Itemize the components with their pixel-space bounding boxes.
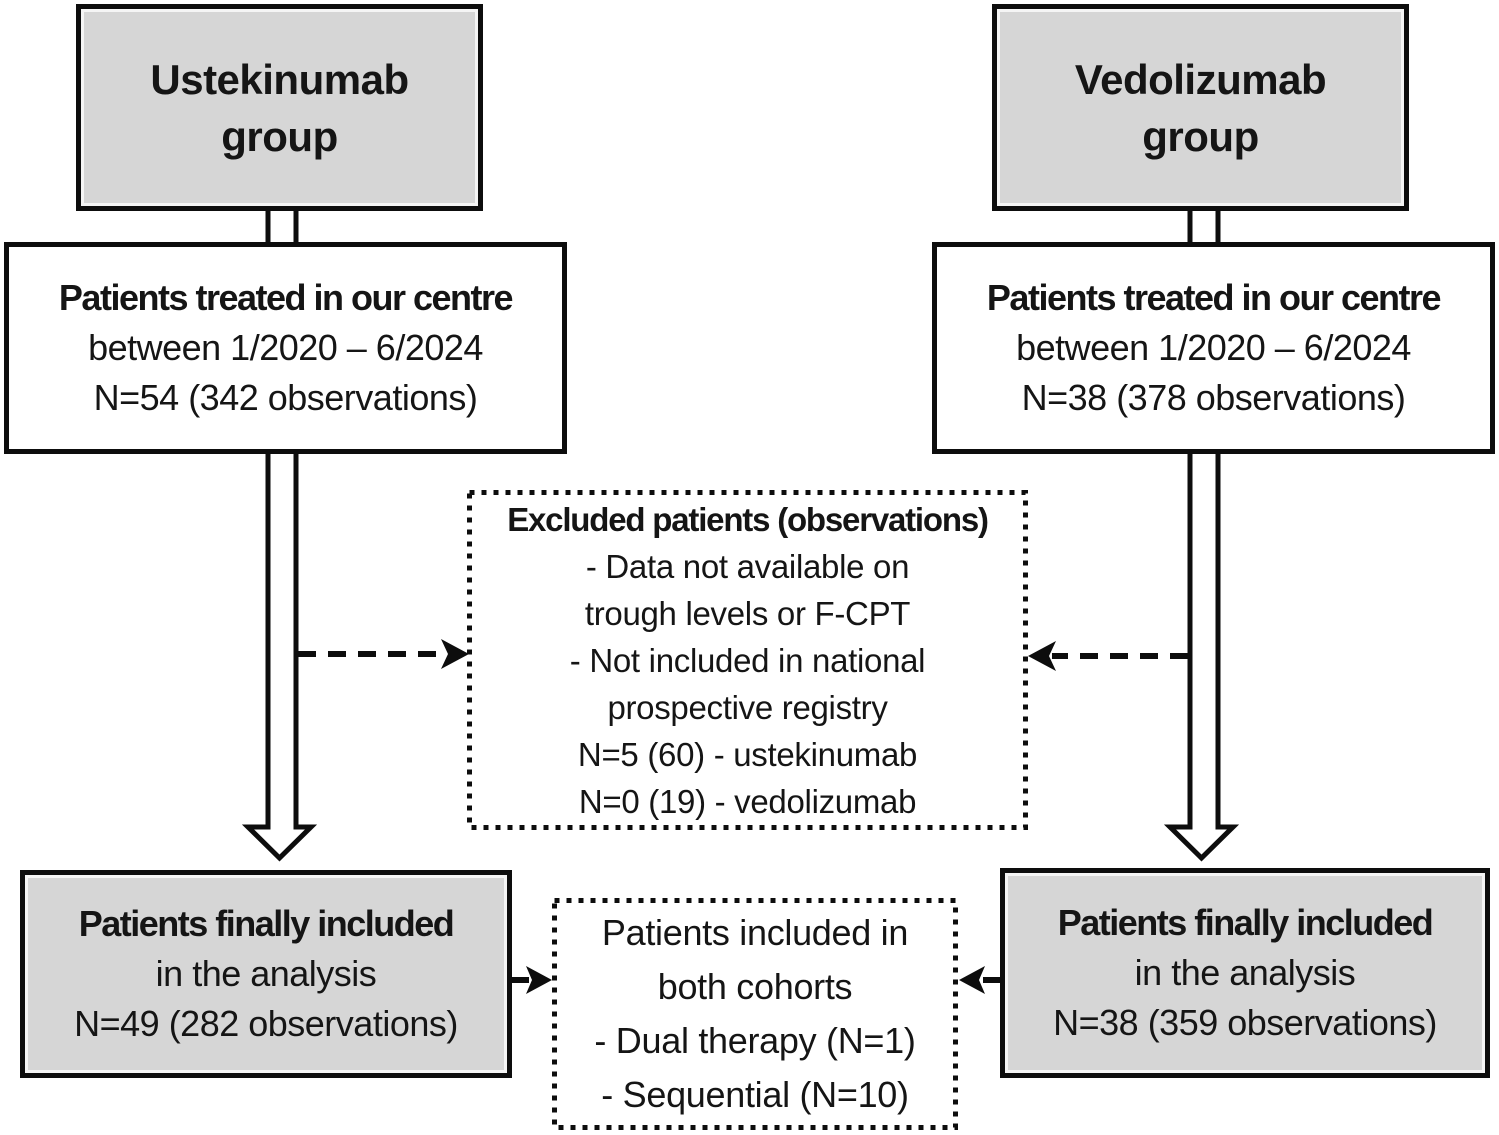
excluded-title: Excluded patients (observations) (507, 500, 989, 538)
ustekinumab-treated-title: Patients treated in our centre (58, 277, 514, 318)
both-cohorts-line1: Patients included in (601, 912, 909, 953)
vedolizumab-final-line2: in the analysis (1134, 952, 1356, 993)
vedolizumab-treated-title: Patients treated in our centre (986, 277, 1442, 318)
both-cohorts-box-border (552, 898, 958, 1130)
vedolizumab-final-box: Patients finally included in the analysi… (1000, 868, 1490, 1078)
ustekinumab-final-count: N=49 (282 observations) (74, 1003, 458, 1044)
vedolizumab-treated-count: N=38 (378 observations) (1021, 377, 1406, 418)
vedolizumab-treated-box: Patients treated in our centre between 1… (932, 242, 1495, 454)
connector-right-top (1187, 206, 1221, 246)
excluded-reason1-line1: - Data not available on (585, 547, 910, 585)
dashed-arrow-right-to-excluded (1028, 641, 1188, 671)
excluded-reason2-line1: - Not included in national (569, 641, 926, 679)
both-cohorts-sequential: - Sequential (N=10) (601, 1074, 909, 1115)
ustekinumab-group-box: Ustekinumab group (76, 4, 483, 211)
ustekinumab-final-line2: in the analysis (155, 953, 377, 994)
vedolizumab-group-box: Vedolizumab group (992, 4, 1409, 211)
ustekinumab-group-title-line1: Ustekinumab (150, 55, 409, 103)
vedolizumab-group-title-line2: group (1142, 112, 1259, 160)
ustekinumab-group-title-line2: group (221, 112, 338, 160)
dashed-arrow-right-final-to-both (959, 966, 1001, 994)
connector-left-top (265, 206, 299, 246)
both-cohorts-box: Patients included in both cohorts - Dual… (557, 903, 953, 1125)
vedolizumab-final-title: Patients finally included (1057, 902, 1434, 943)
excluded-reason1-line2: trough levels or F-CPT (584, 594, 911, 632)
excluded-reason2-line2: prospective registry (607, 688, 888, 726)
ustekinumab-final-box: Patients finally included in the analysi… (20, 870, 512, 1078)
vedolizumab-group-title-line1: Vedolizumab (1074, 55, 1327, 103)
excluded-count-ustekinumab: N=5 (60) - ustekinumab (577, 735, 918, 773)
block-arrow-left-down (241, 451, 318, 862)
ustekinumab-treated-period: between 1/2020 – 6/2024 (88, 327, 483, 368)
excluded-box-border (467, 490, 1028, 830)
ustekinumab-treated-count: N=54 (342 observations) (93, 377, 478, 418)
ustekinumab-treated-box: Patients treated in our centre between 1… (4, 242, 567, 454)
excluded-patients-box: Excluded patients (observations) - Data … (472, 494, 1023, 826)
ustekinumab-final-title: Patients finally included (78, 903, 455, 944)
both-cohorts-line2: both cohorts (657, 966, 853, 1007)
block-arrow-right-down (1163, 451, 1240, 862)
vedolizumab-final-count: N=38 (359 observations) (1053, 1002, 1437, 1043)
dashed-arrow-left-final-to-both (511, 966, 552, 994)
vedolizumab-treated-period: between 1/2020 – 6/2024 (1016, 327, 1411, 368)
both-cohorts-dual-therapy: - Dual therapy (N=1) (594, 1020, 916, 1061)
excluded-count-vedolizumab: N=0 (19) - vedolizumab (578, 782, 917, 820)
dashed-arrow-left-to-excluded (298, 639, 469, 669)
